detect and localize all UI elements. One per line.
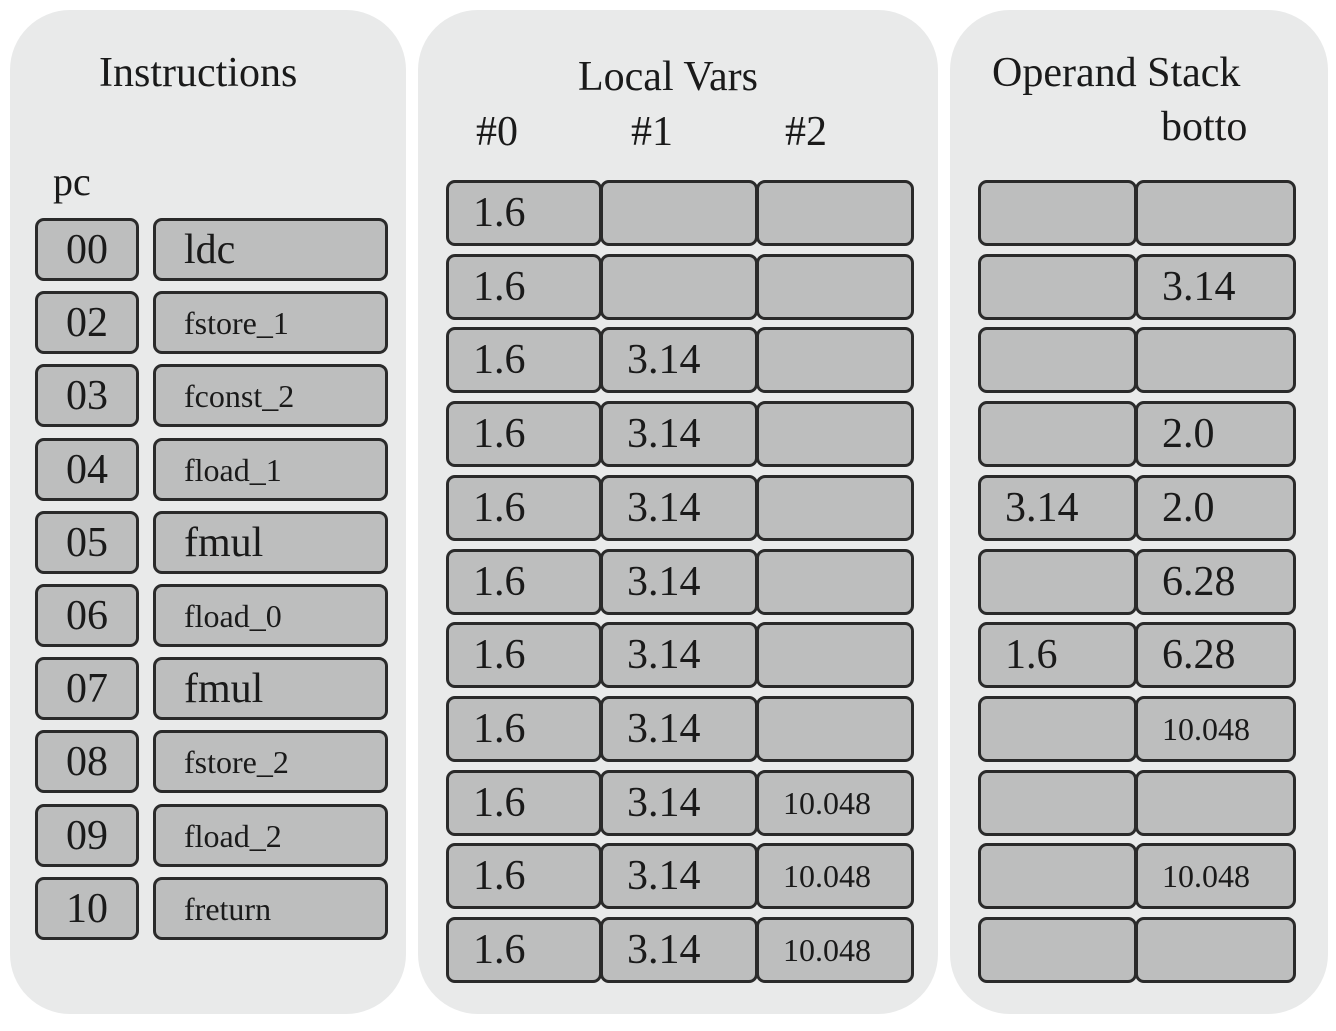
local-var-cell [756, 622, 914, 688]
local-var-cell: 3.14 [600, 475, 758, 541]
local-var-col-2-header: #2 [785, 109, 827, 155]
stack-cell [978, 254, 1137, 320]
instruction-cell: ldc [153, 218, 388, 281]
instructions-title: Instructions [99, 50, 298, 96]
pc-cell: 10 [35, 877, 139, 940]
local-var-cell: 1.6 [446, 180, 602, 246]
stack-cell [978, 917, 1137, 983]
instruction-cell: freturn [153, 877, 388, 940]
local-var-cell: 3.14 [600, 401, 758, 467]
pc-cell: 08 [35, 730, 139, 793]
pc-cell: 07 [35, 657, 139, 720]
local-var-cell: 3.14 [600, 917, 758, 983]
local-vars-title: Local Vars [578, 54, 758, 100]
local-var-cell: 1.6 [446, 696, 602, 762]
local-var-cell: 1.6 [446, 327, 602, 393]
local-var-cell: 3.14 [600, 843, 758, 909]
instruction-cell: fmul [153, 657, 388, 720]
pc-cell: 02 [35, 291, 139, 354]
stack-cell: 6.28 [1135, 622, 1296, 688]
local-var-cell: 3.14 [600, 549, 758, 615]
pc-cell: 00 [35, 218, 139, 281]
local-var-cell [756, 401, 914, 467]
instruction-cell: fconst_2 [153, 364, 388, 427]
stack-cell: 3.14 [978, 475, 1137, 541]
local-var-cell [756, 180, 914, 246]
pc-label: pc [53, 159, 91, 204]
local-var-cell: 1.6 [446, 622, 602, 688]
stack-cell [1135, 917, 1296, 983]
local-var-cell: 1.6 [446, 475, 602, 541]
local-var-cell: 1.6 [446, 549, 602, 615]
stack-cell: 1.6 [978, 622, 1137, 688]
instruction-cell: fload_2 [153, 804, 388, 867]
stack-cell [978, 327, 1137, 393]
stack-cell: 2.0 [1135, 475, 1296, 541]
local-var-cell: 1.6 [446, 401, 602, 467]
pc-cell: 04 [35, 438, 139, 501]
pc-cell: 03 [35, 364, 139, 427]
instruction-cell: fstore_2 [153, 730, 388, 793]
stack-cell [1135, 327, 1296, 393]
local-var-cell: 10.048 [756, 843, 914, 909]
instruction-cell: fstore_1 [153, 291, 388, 354]
pc-cell: 05 [35, 511, 139, 574]
local-var-cell [600, 254, 758, 320]
local-var-col-1-header: #1 [631, 109, 673, 155]
local-var-cell: 1.6 [446, 917, 602, 983]
local-var-cell: 3.14 [600, 696, 758, 762]
local-var-col-0-header: #0 [476, 109, 518, 155]
instruction-cell: fload_1 [153, 438, 388, 501]
stack-cell [1135, 180, 1296, 246]
local-var-cell [756, 475, 914, 541]
stack-cell: 6.28 [1135, 549, 1296, 615]
stack-cell [978, 696, 1137, 762]
local-var-cell: 1.6 [446, 843, 602, 909]
operand-stack-bottom-label: botto [1161, 104, 1248, 150]
instruction-cell: fmul [153, 511, 388, 574]
stack-cell [978, 770, 1137, 836]
local-var-cell: 1.6 [446, 254, 602, 320]
local-var-cell [756, 327, 914, 393]
local-var-cell [756, 254, 914, 320]
local-var-cell: 10.048 [756, 770, 914, 836]
stack-cell: 3.14 [1135, 254, 1296, 320]
local-var-cell [600, 180, 758, 246]
stack-cell: 2.0 [1135, 401, 1296, 467]
stack-cell [978, 549, 1137, 615]
local-var-cell [756, 696, 914, 762]
stack-cell [978, 843, 1137, 909]
local-var-cell: 3.14 [600, 327, 758, 393]
stack-cell: 10.048 [1135, 843, 1296, 909]
local-var-cell: 1.6 [446, 770, 602, 836]
pc-cell: 06 [35, 584, 139, 647]
stack-cell [978, 180, 1137, 246]
stack-cell [1135, 770, 1296, 836]
local-var-cell: 3.14 [600, 622, 758, 688]
local-var-cell [756, 549, 914, 615]
local-var-cell: 10.048 [756, 917, 914, 983]
stack-cell [978, 401, 1137, 467]
pc-cell: 09 [35, 804, 139, 867]
stack-cell: 10.048 [1135, 696, 1296, 762]
instruction-cell: fload_0 [153, 584, 388, 647]
operand-stack-title: Operand Stack [992, 50, 1241, 96]
local-var-cell: 3.14 [600, 770, 758, 836]
